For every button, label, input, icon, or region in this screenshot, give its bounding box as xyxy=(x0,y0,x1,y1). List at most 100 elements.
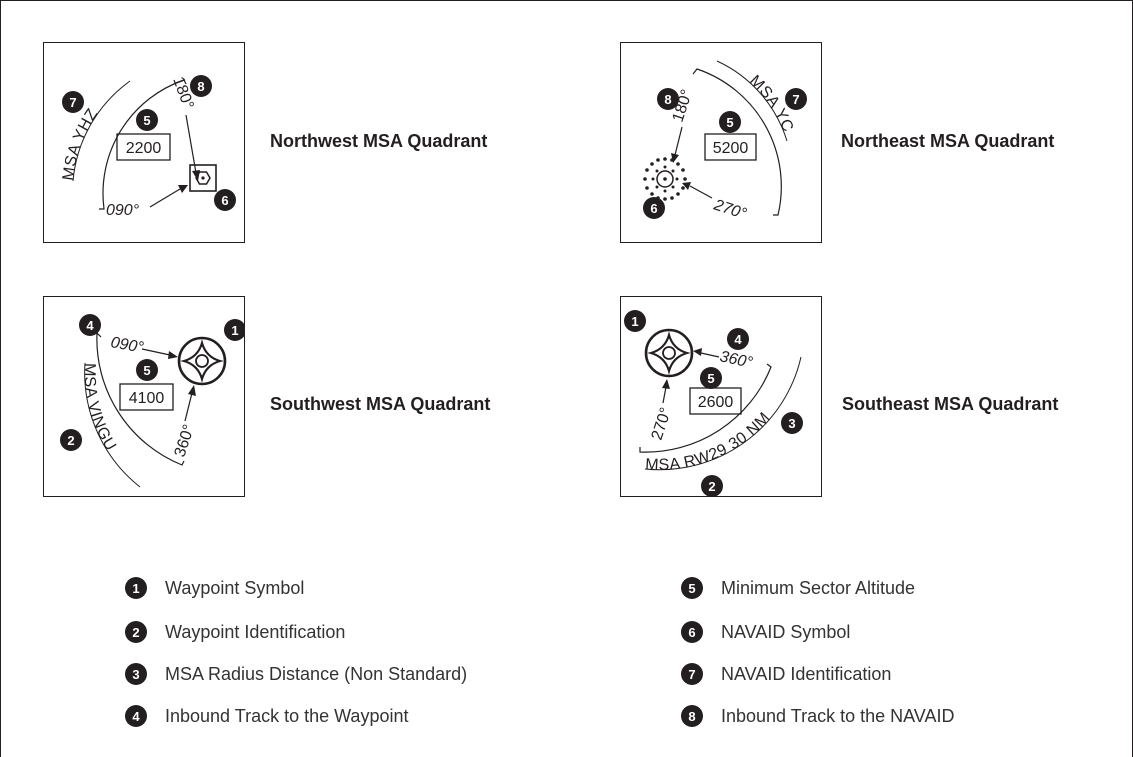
nw-navaid-hexagon xyxy=(195,171,211,185)
sw-marker-waypoint-symbol: 1 xyxy=(224,319,244,341)
ne-marker-altitude: 5 xyxy=(719,111,741,133)
legend-number-badge: 2 xyxy=(125,621,147,643)
sw-quadrant-diagram: MSA VINGU 090° 360° 4100 xyxy=(81,331,227,488)
sw-msa-label: MSA VINGU xyxy=(81,363,119,454)
se-quadrant-title: Southeast MSA Quadrant xyxy=(842,394,1059,414)
ne-label-path xyxy=(716,60,788,142)
sw-marker-altitude: 5 xyxy=(136,359,158,381)
ne-altitude-box xyxy=(704,133,757,161)
se-inbound-track-270 xyxy=(700,352,720,358)
nw-quadrant-diagram: MSA YHZ 180° 090° 2200 xyxy=(60,75,217,219)
ne-marker-navaid-symbol: 6 xyxy=(643,197,665,219)
legend-label: NAVAID Symbol xyxy=(721,621,851,642)
legend-label: Minimum Sector Altitude xyxy=(721,577,916,598)
sw-inbound-track-090 xyxy=(141,348,171,356)
ne-navaid-symbol xyxy=(643,157,687,201)
sw-bearing-090: 090° xyxy=(109,334,145,357)
legend-label: Inbound Track to the Waypoint xyxy=(165,705,409,726)
legend-label: Inbound Track to the NAVAID xyxy=(721,705,955,726)
nw-altitude-value: 2200 xyxy=(126,140,162,157)
ne-marker-identification: 7 xyxy=(785,88,807,110)
legend-number-badge: 5 xyxy=(681,577,703,599)
ne-quadrant-panel: MSA YC 180° 270° 5200 xyxy=(620,42,822,243)
nw-label-path xyxy=(72,80,131,182)
sw-inbound-track-360 xyxy=(184,392,193,422)
nw-inbound-track-090 xyxy=(149,188,181,208)
ne-bearing-270: 270° xyxy=(711,196,749,223)
sw-label-path xyxy=(84,362,141,488)
sw-altitude-box xyxy=(119,383,174,411)
ne-marker-inbound-track: 8 xyxy=(657,88,679,110)
legend-item: 6 NAVAID Symbol xyxy=(681,619,850,645)
legend-number-badge: 4 xyxy=(125,705,147,727)
se-inbound-track-360 xyxy=(662,386,667,404)
legend-number-badge: 7 xyxy=(681,663,703,685)
sw-bearing-360: 360° xyxy=(172,423,198,460)
nw-bearing-090: 090° xyxy=(106,202,140,219)
legend-label: MSA Radius Distance (Non Standard) xyxy=(165,663,468,684)
se-marker-waypoint-symbol: 1 xyxy=(624,310,646,332)
sw-quadrant-panel: MSA VINGU 090° 360° 4100 4 1 5 2 xyxy=(43,296,245,497)
legend-item: 1 Waypoint Symbol xyxy=(125,575,304,601)
sw-arrowhead-360 xyxy=(188,385,196,396)
frame-left-border xyxy=(0,0,1,757)
ne-altitude-value: 5200 xyxy=(713,140,749,157)
sw-msa-arc xyxy=(96,331,185,466)
se-label-path xyxy=(644,356,802,471)
legend-label: Waypoint Symbol xyxy=(165,577,305,598)
legend-number-badge: 1 xyxy=(125,577,147,599)
sw-marker-identification: 2 xyxy=(60,429,82,451)
nw-arrowhead-090 xyxy=(178,185,188,193)
se-marker-altitude: 5 xyxy=(700,367,722,389)
svg-text:MSA YHZ: MSA YHZ xyxy=(60,106,102,182)
nw-arrowhead-180 xyxy=(192,170,200,181)
nw-inbound-track-180 xyxy=(185,114,197,174)
ne-msa-arc xyxy=(692,68,782,216)
nw-quadrant-title: Northwest MSA Quadrant xyxy=(270,131,488,151)
nw-navaid-dot xyxy=(201,176,205,180)
sw-marker-inbound-track: 4 xyxy=(79,314,101,336)
legend-item: 2 Waypoint Identification xyxy=(125,619,345,645)
se-marker-inbound-track: 4 xyxy=(727,328,749,350)
se-msa-arc xyxy=(639,363,772,453)
legend-item: 7 NAVAID Identification xyxy=(681,661,891,687)
legend-item: 3 MSA Radius Distance (Non Standard) xyxy=(125,661,467,687)
legend-item: 8 Inbound Track to the NAVAID xyxy=(681,703,954,729)
legend-label: NAVAID Identification xyxy=(721,663,892,684)
legend-number-badge: 3 xyxy=(125,663,147,685)
legend-item: 5 Minimum Sector Altitude xyxy=(681,575,915,601)
svg-text:MSA VINGU: MSA VINGU xyxy=(81,363,120,454)
se-quadrant-diagram: MSA RW29 30 NM 360° 270° 2600 xyxy=(639,328,802,474)
se-arrowhead-360 xyxy=(662,379,670,389)
frame-top-border xyxy=(0,0,1133,1)
ne-quadrant-title: Northeast MSA Quadrant xyxy=(841,131,1055,151)
nw-marker-inbound-track: 8 xyxy=(190,75,212,97)
sw-altitude-value: 4100 xyxy=(129,390,165,407)
se-bearing-270: 360° xyxy=(718,348,754,372)
legend-item: 4 Inbound Track to the Waypoint xyxy=(125,703,408,729)
nw-quadrant-panel: MSA YHZ 180° 090° 2200 7 8 5 6 xyxy=(43,42,245,243)
sw-waypoint-symbol xyxy=(177,336,227,386)
sw-arrowhead-090 xyxy=(168,351,178,359)
se-bearing-360: 270° xyxy=(649,406,675,443)
se-altitude-value: 2600 xyxy=(698,394,734,411)
ne-inbound-track-180 xyxy=(674,126,683,156)
nw-navaid-box xyxy=(189,164,217,192)
nw-marker-identification: 7 xyxy=(62,91,84,113)
ne-arrowhead-270 xyxy=(682,182,691,190)
se-arrowhead-270 xyxy=(693,348,702,356)
legend-label: Waypoint Identification xyxy=(165,621,346,642)
se-quadrant-panel: MSA RW29 30 NM 360° 270° 2600 1 4 5 3 2 xyxy=(620,296,822,497)
se-waypoint-symbol xyxy=(644,328,694,378)
legend-number-badge: 6 xyxy=(681,621,703,643)
legend-number-badge: 8 xyxy=(681,705,703,727)
nw-marker-altitude: 5 xyxy=(136,109,158,131)
se-marker-radius-distance: 3 xyxy=(781,412,803,434)
nw-altitude-box xyxy=(116,133,171,161)
nw-msa-arc xyxy=(99,79,187,210)
se-marker-identification: 2 xyxy=(701,475,723,496)
sw-quadrant-title: Southwest MSA Quadrant xyxy=(270,394,491,414)
ne-inbound-track-270 xyxy=(689,185,713,199)
nw-marker-navaid-symbol: 6 xyxy=(214,189,236,211)
